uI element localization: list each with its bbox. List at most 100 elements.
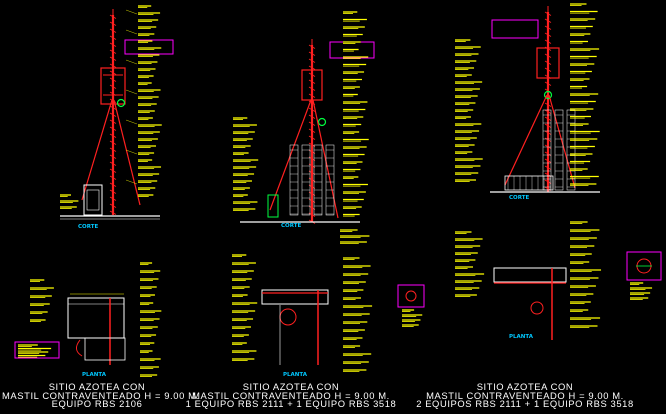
title-3-line-2: MASTIL CONTRAVENTEADO H = 9.00 M.	[426, 389, 624, 401]
title-1-line-1: SITIO AZOTEA CON	[48, 381, 146, 392]
mast-view-1	[109, 35, 117, 40]
guy-wire-view-1	[81, 99, 113, 201]
mast-view-2	[308, 58, 316, 63]
mast-view-1	[109, 126, 117, 131]
mast-view-1	[109, 189, 117, 194]
plan-outline-view-3	[493, 267, 567, 283]
mast-view-3	[544, 144, 552, 149]
detail-box-small-2	[626, 251, 662, 281]
mast-view-2	[308, 107, 316, 112]
mast-view-3	[544, 53, 552, 58]
mast-view-3	[544, 81, 552, 86]
mast-view-1	[109, 196, 117, 201]
guy-wire-view-3	[504, 94, 548, 186]
detail-symbol-1	[405, 290, 417, 302]
plan-arc-view-3	[530, 301, 544, 315]
mast-view-2	[308, 72, 316, 77]
mast-view-1	[109, 147, 117, 152]
mast-view-2	[308, 51, 316, 56]
title-3-line-3: 2 EQUIPOS RBS 2111 + 1 EQUIPO RBS 3518	[416, 398, 634, 410]
mast-view-1	[109, 21, 117, 26]
building-column-view-3	[554, 109, 564, 191]
mast-view-3	[544, 39, 552, 44]
microwave-dish-view-3	[543, 90, 553, 100]
mast-view-1	[109, 175, 117, 180]
leader-line-view-1	[125, 89, 138, 95]
view-label-planta-3: PLANTA	[509, 334, 533, 340]
mast-view-1	[109, 42, 117, 47]
leader-line-view-1	[125, 119, 138, 125]
title-2-line-3: 1 EQUIPO RBS 2111 + 1 EQUIPO RBS 3518	[185, 398, 397, 410]
mast-view-2	[308, 114, 316, 119]
title-2-line-2: MASTIL CONTRAVENTEADO H = 9.00 M.	[192, 389, 390, 401]
mast-view-1	[109, 154, 117, 159]
title-1-line-2: MASTIL CONTRAVENTEADO H = 9.00 M.	[2, 389, 200, 401]
mast-view-1	[109, 112, 117, 117]
mast-view-1	[109, 70, 117, 75]
title-block-1: SITIO AZOTEA CON MASTIL CONTRAVENTEADO H…	[2, 381, 200, 410]
mast-view-3	[544, 116, 552, 121]
mast-view-1	[109, 77, 117, 82]
mast-view-1	[109, 56, 117, 61]
title-block-2: SITIO AZOTEA CON MASTIL CONTRAVENTEADO H…	[182, 381, 400, 410]
mast-view-3	[544, 102, 552, 107]
guy-wire-view-1	[113, 99, 141, 206]
guy-wire-view-2	[269, 99, 312, 211]
mast-view-1	[109, 168, 117, 173]
building-column-view-2	[313, 144, 323, 216]
leader-line-view-1	[125, 9, 138, 15]
mast-view-3	[544, 60, 552, 65]
mast-view-1	[109, 105, 117, 110]
building-column-view-2	[301, 144, 311, 216]
highlight-box-view-3	[491, 19, 539, 39]
microwave-dish-view-1	[116, 98, 126, 108]
mast-view-3	[544, 11, 552, 16]
mast-view-2	[308, 135, 316, 140]
mast-view-1	[109, 140, 117, 145]
mast-view-1	[109, 49, 117, 54]
mast-view-1	[109, 63, 117, 68]
mast-view-1	[109, 203, 117, 208]
mast-view-3	[544, 18, 552, 23]
plan-cabinet-view-1	[84, 337, 126, 361]
equipment-row-view-3	[504, 175, 554, 191]
mast-view-3	[544, 130, 552, 135]
mast-view-3	[544, 158, 552, 163]
mast-view-1	[109, 210, 117, 215]
leader-line-view-1	[125, 59, 138, 65]
leader-line-view-1	[125, 29, 138, 35]
drawing-detail-layer	[14, 3, 662, 378]
title-block-3: SITIO AZOTEA CON MASTIL CONTRAVENTEADO H…	[412, 381, 638, 410]
mast-view-1	[109, 28, 117, 33]
mast-view-3	[544, 67, 552, 72]
antenna-group-view-1	[100, 67, 126, 105]
detail-box-small-1	[397, 284, 425, 308]
title-2-line-1: SITIO AZOTEA CON	[242, 381, 340, 392]
plan-arc-view-1	[76, 339, 83, 357]
mast-view-2	[308, 86, 316, 91]
mast-view-2	[308, 121, 316, 126]
mast-view-3	[544, 123, 552, 128]
building-column-view-2	[289, 144, 299, 216]
title-3-line-1: SITIO AZOTEA CON	[476, 381, 574, 392]
mast-view-1	[109, 182, 117, 187]
highlight-box-plan-1	[14, 341, 60, 359]
view-label-corte-3: CORTE	[509, 195, 530, 201]
mast-view-2	[308, 93, 316, 98]
mast-view-3	[544, 165, 552, 170]
mast-view-2	[308, 44, 316, 49]
mast-view-1	[109, 133, 117, 138]
equipment-cabinet-view-1	[83, 184, 103, 216]
title-1-line-3: EQUIPO RBS 2106	[51, 398, 143, 410]
mast-view-2	[308, 65, 316, 70]
mast-view-1	[109, 84, 117, 89]
microwave-dish-view-2	[317, 117, 327, 127]
mast-view-3	[544, 32, 552, 37]
equipment-cabinet-door	[86, 189, 100, 211]
view-label-corte-2: CORTE	[281, 223, 302, 229]
mast-view-2	[308, 128, 316, 133]
mast-view-1	[109, 14, 117, 19]
mast-view-3	[544, 25, 552, 30]
mast-view-2	[308, 79, 316, 84]
